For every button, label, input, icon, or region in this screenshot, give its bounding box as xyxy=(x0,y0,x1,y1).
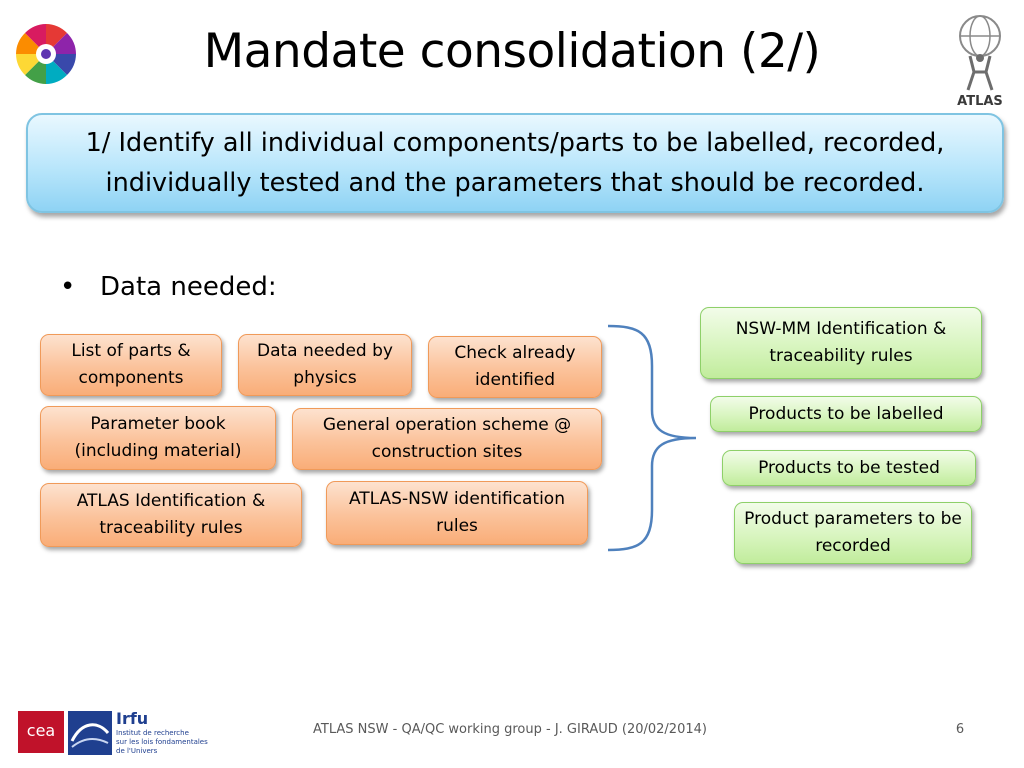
irfu-logo-name: Irfu xyxy=(116,709,149,728)
slide-title: Mandate consolidation (2/) xyxy=(203,24,821,79)
cea-logo-text: cea xyxy=(26,721,56,740)
input-box-physics-data: Data needed by physics xyxy=(238,334,412,396)
input-box-operation-scheme: General operation scheme @ construction … xyxy=(292,408,602,470)
irfu-logo-line1: Institut de recherche xyxy=(116,729,189,737)
bullet-text: Data needed: xyxy=(100,272,277,302)
input-box-atlas-identification: ATLAS Identification & traceability rule… xyxy=(40,483,302,547)
cea-logo-icon: cea xyxy=(18,711,64,753)
input-box-already-identified: Check already identified xyxy=(428,336,602,398)
input-box-parts-list: List of parts & components xyxy=(40,334,222,396)
input-box-atlas-nsw-rules: ATLAS-NSW identification rules xyxy=(326,481,588,545)
input-box-parameter-book: Parameter book (including material) xyxy=(40,406,276,470)
objective-banner: 1/ Identify all individual components/pa… xyxy=(26,113,1004,213)
output-box-nsw-mm-rules: NSW-MM Identification & traceability rul… xyxy=(700,307,982,379)
irfu-logo-icon: Irfu Institut de recherche sur les lois … xyxy=(68,709,208,757)
bullet-dot: • xyxy=(60,272,76,302)
output-box-product-parameters: Product parameters to be recorded xyxy=(734,502,972,564)
irfu-logo-line3: de l'Univers xyxy=(116,747,158,755)
right-brace-icon xyxy=(607,324,697,552)
bullet-data-needed: • Data needed: xyxy=(60,272,277,302)
irfu-logo-line2: sur les lois fondamentales xyxy=(116,738,208,746)
output-box-products-tested: Products to be tested xyxy=(722,450,976,486)
colorful-wheel-logo-icon xyxy=(16,24,76,84)
atlas-logo-label: ATLAS xyxy=(957,94,1003,109)
page-number: 6 xyxy=(955,722,965,737)
atlas-logo-icon: ATLAS xyxy=(944,12,1016,112)
footer-text: ATLAS NSW - QA/QC working group - J. GIR… xyxy=(313,722,707,737)
output-box-products-labelled: Products to be labelled xyxy=(710,396,982,432)
